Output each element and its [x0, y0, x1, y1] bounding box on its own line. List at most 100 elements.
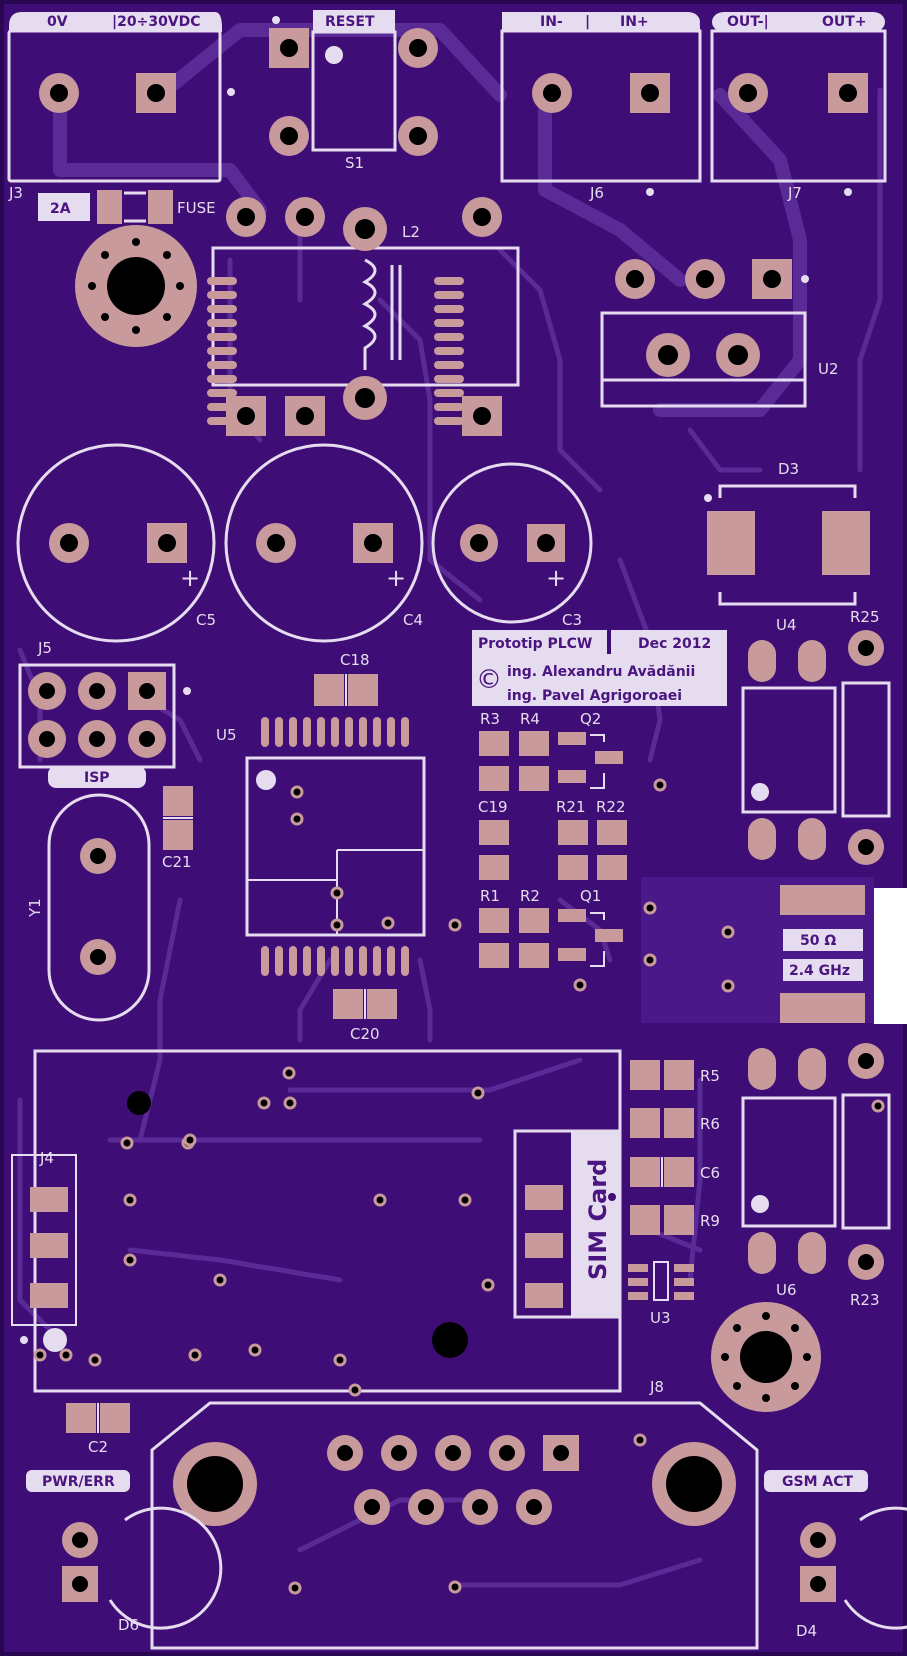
y1-ref: Y1: [26, 898, 44, 918]
info-title: Prototip PLCW: [478, 636, 592, 652]
u5-pin: [434, 305, 464, 313]
u5-pin: [261, 717, 269, 747]
r3-ref: R3: [480, 710, 500, 728]
j7-label-right: OUT+: [822, 14, 867, 30]
db9-pin-hole: [472, 1499, 488, 1515]
u5-pin: [207, 403, 237, 411]
u5-pin: [207, 277, 237, 285]
via: [653, 778, 667, 792]
sim-card-holder: SIM Card: [513, 1129, 622, 1319]
u5-pin: [207, 375, 237, 383]
db9-pin-hole: [445, 1445, 461, 1461]
capacitor-c3: + C3: [431, 462, 593, 629]
c4-plus: +: [386, 564, 406, 592]
antenna-module: 50 Ω 2.4 GHz: [641, 877, 874, 1023]
reset-label: RESET: [325, 14, 375, 30]
isp-header-j5: J5 ISP: [18, 639, 191, 788]
led-d4: GSM ACT D4: [764, 1470, 907, 1640]
chip-u4: U4 R25: [741, 608, 891, 865]
via: [448, 918, 462, 932]
crystal-y1: Y1: [26, 793, 151, 1022]
c6-ref: C6: [700, 1164, 720, 1182]
via: [290, 785, 304, 799]
u5-pin: [289, 717, 297, 747]
j5-ref: J5: [37, 639, 52, 657]
via: [448, 1580, 462, 1594]
via: [188, 1348, 202, 1362]
u5-pin: [207, 417, 237, 425]
d4-ref: D4: [796, 1622, 817, 1640]
connector-j6: IN- | IN+ J6: [500, 12, 702, 202]
u5-pin: [387, 717, 395, 747]
antenna-cutout: [874, 888, 907, 1024]
via: [871, 1099, 885, 1113]
u5-pin: [434, 333, 464, 341]
u5-pin: [317, 717, 325, 747]
j7-ref: J7: [787, 184, 802, 202]
fuse: 2A FUSE: [38, 190, 216, 224]
u6-ref: U6: [776, 1281, 797, 1299]
info-copyright: ©: [476, 665, 502, 695]
capacitor-c5: + C5: [16, 443, 216, 643]
info-author1: ing. Alexandru Avădănii: [507, 664, 695, 680]
diode-d3: D3: [704, 460, 870, 606]
via: [88, 1353, 102, 1367]
reset-switch-s1[interactable]: RESET S1: [269, 10, 438, 172]
mounting-hole-right: [711, 1302, 821, 1412]
u5-pin: [434, 347, 464, 355]
db9-pin-hole: [418, 1499, 434, 1515]
u5-pin: [434, 291, 464, 299]
u5-pin: [303, 717, 311, 747]
via: [330, 886, 344, 900]
led-d6: PWR/ERR D6: [26, 1470, 223, 1634]
via: [721, 979, 735, 993]
via: [123, 1253, 137, 1267]
r2-ref: R2: [520, 887, 540, 905]
info-date: Dec 2012: [638, 636, 711, 652]
u5-pin: [207, 389, 237, 397]
u5-ref: U5: [216, 726, 237, 744]
u3-ref: U3: [650, 1309, 671, 1327]
u5-pin: [207, 305, 237, 313]
c3-plus: +: [546, 564, 566, 592]
isp-label: ISP: [84, 770, 110, 786]
capacitor-c2: C2: [66, 1403, 130, 1456]
u5-pin: [434, 319, 464, 327]
d6-ref: D6: [118, 1616, 139, 1634]
u5-pin: [207, 333, 237, 341]
u5-pin: [275, 717, 283, 747]
j3-label-right: |20÷30VDC: [112, 14, 201, 30]
via: [59, 1348, 73, 1362]
u5-pin: [359, 717, 367, 747]
j3-ref: J3: [8, 184, 23, 202]
antenna-impedance: 50 Ω: [800, 933, 836, 949]
r6-ref: R6: [700, 1115, 720, 1133]
j6-label-right: IN+: [620, 14, 649, 30]
db9-pin-hole: [526, 1499, 542, 1515]
inductor-l2: L2: [211, 197, 520, 436]
u5-pin: [434, 417, 464, 425]
db9-pin-hole: [499, 1445, 515, 1461]
u5-pin: [345, 717, 353, 747]
u5-pin: [434, 389, 464, 397]
r22-ref: R22: [596, 798, 626, 816]
via: [348, 1383, 362, 1397]
led-gsm-label: GSM ACT: [782, 1474, 853, 1490]
via: [381, 916, 395, 930]
u5-pin: [207, 319, 237, 327]
u5-pin: [434, 375, 464, 383]
via: [643, 901, 657, 915]
microcontroller-u5: U5: [207, 277, 464, 976]
u5-pin: [434, 277, 464, 285]
q1-ref: Q1: [580, 887, 601, 905]
c21-ref: C21: [162, 853, 192, 871]
r23-ref: R23: [850, 1291, 880, 1309]
db9-pin-hole: [553, 1445, 569, 1461]
antenna-frequency: 2.4 GHz: [789, 963, 850, 979]
j4-ref: J4: [39, 1149, 54, 1167]
regulator-u2: U2: [600, 259, 839, 408]
u5-pin: [317, 946, 325, 976]
u5-pin: [373, 946, 381, 976]
c20-ref: C20: [350, 1025, 380, 1043]
via: [633, 1433, 647, 1447]
